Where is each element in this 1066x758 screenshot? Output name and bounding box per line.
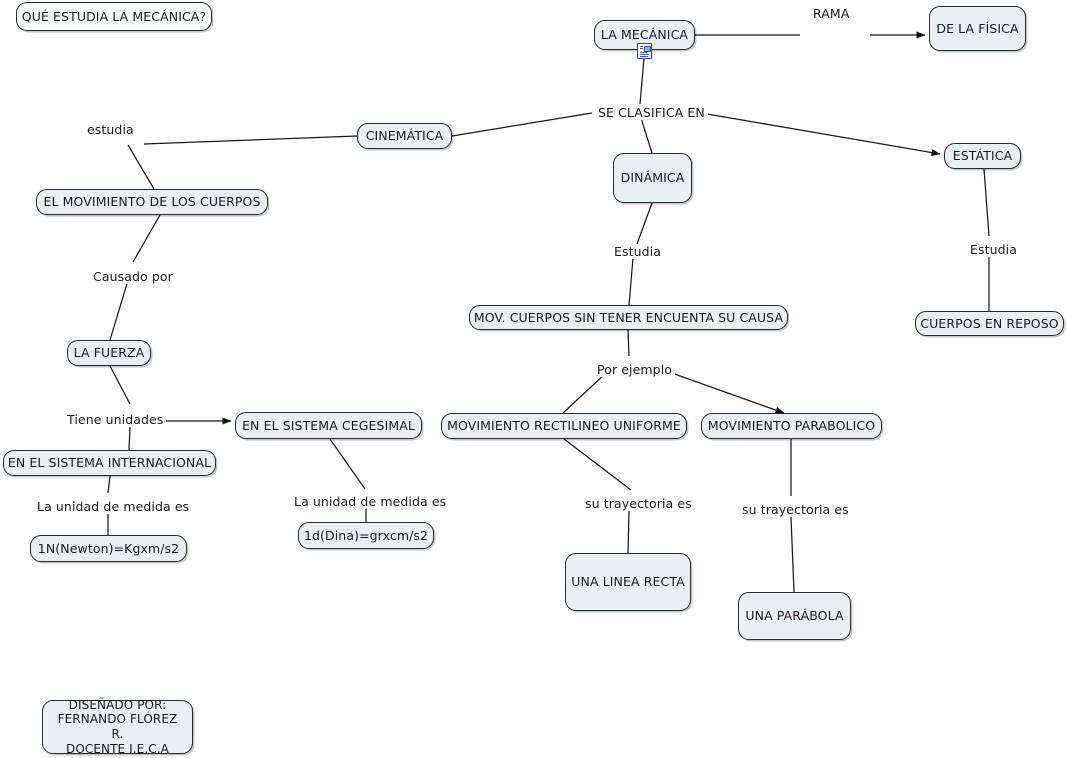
edge-clasifica-dinamica: [640, 117, 653, 154]
edge-trayectoria-linea: [627, 510, 630, 554]
node-parabola[interactable]: UNA PARÁBOLA: [738, 592, 851, 640]
edge-tieneunid-internac: [128, 426, 131, 451]
link-label-causado-por: Causado por: [90, 269, 176, 284]
edge-tray-parabola: [790, 516, 795, 593]
node-cinematica[interactable]: CINEMÁTICA: [357, 123, 452, 149]
link-label-unidad-med-1: La unidad de medida es: [34, 499, 193, 514]
node-estatica[interactable]: ESTÁTICA: [944, 143, 1021, 169]
edge-mru-trayectoria: [563, 438, 632, 491]
node-internacional[interactable]: EN EL SISTEMA INTERNACIONAL: [3, 450, 216, 476]
node-movsincausa[interactable]: MOV. CUERPOS SIN TENER ENCUENTA SU CAUSA: [469, 305, 788, 330]
node-movcuerpos[interactable]: EL MOVIMIENTO DE LOS CUERPOS: [36, 189, 268, 215]
edge-fuerza-tieneunid: [109, 365, 131, 405]
link-label-estudia-est: Estudia: [967, 242, 1021, 257]
edge-porej-parabolico: [665, 370, 785, 414]
edge-cegesimal-unidadmed: [329, 438, 366, 490]
link-label-por-ejemplo: Por ejemplo: [594, 362, 676, 377]
edge-cinematica-estudia: [143, 135, 358, 145]
node-reposo[interactable]: CUERPOS EN REPOSO: [915, 311, 1064, 336]
edge-estudia-movsincausa: [628, 257, 634, 306]
link-label-se-clasifica: SE CLASIFICA EN: [595, 105, 708, 120]
link-label-trayectoria-2: su trayectoria es: [739, 502, 852, 517]
link-label-rama: RAMA: [810, 6, 853, 21]
node-dina[interactable]: 1d(Dina)=grxcm/s2: [298, 522, 434, 549]
node-cegesimal[interactable]: EN EL SISTEMA CEGESIMAL: [235, 412, 422, 439]
edge-dinamica-estudia: [636, 202, 653, 245]
node-pregunta[interactable]: QUÉ ESTUDIA LA MECÁNICA?: [16, 2, 212, 31]
credit-line-3: DOCENTE I.E.C.A: [65, 741, 169, 756]
node-fuerza[interactable]: LA FUERZA: [67, 340, 151, 366]
edge-movcuerpos-causado: [132, 214, 161, 263]
link-label-estudia-din: Estudia: [611, 244, 665, 259]
node-parabolico[interactable]: MOVIMIENTO PARABOLICO: [701, 413, 882, 439]
link-label-trayectoria-1: su trayectoria es: [582, 496, 695, 511]
edge-internac-unidadmed: [107, 475, 111, 494]
credit-box: DISEÑADO POR: FERNANDO FLÓREZ R. DOCENTE…: [42, 697, 193, 756]
link-label-estudia-cin: estudia: [84, 122, 137, 137]
node-lineareca[interactable]: UNA LINEA RECTA: [565, 553, 691, 611]
edge-causado-fuerza: [109, 276, 130, 341]
credit-line-2: FERNANDO FLÓREZ R.: [57, 712, 178, 741]
node-newton[interactable]: 1N(Newton)=Kgxm/s2: [30, 535, 187, 562]
edge-estudia-movcuerpos: [127, 144, 155, 190]
edge-clasifica-estatica: [706, 113, 941, 157]
node-mru[interactable]: MOVIMIENTO RECTILINEO UNIFORME: [441, 413, 687, 439]
edge-clasifica-cinematica: [451, 112, 593, 137]
credit-line-1: DISEÑADO POR:: [68, 697, 167, 712]
link-label-tiene-unidades: Tiene unidades: [64, 412, 167, 427]
edge-mecanica-clasifica: [639, 57, 645, 105]
node-dinamica[interactable]: DINÁMICA: [613, 153, 692, 203]
node-fisica[interactable]: DE LA FÍSICA: [929, 6, 1026, 51]
edge-porej-mru: [562, 371, 608, 414]
edge-estatica-estudia: [983, 168, 990, 237]
link-label-unidad-med-2: La unidad de medida es: [291, 494, 450, 509]
edge-movsincausa-porej: [627, 329, 630, 357]
note-icon[interactable]: [637, 43, 652, 59]
